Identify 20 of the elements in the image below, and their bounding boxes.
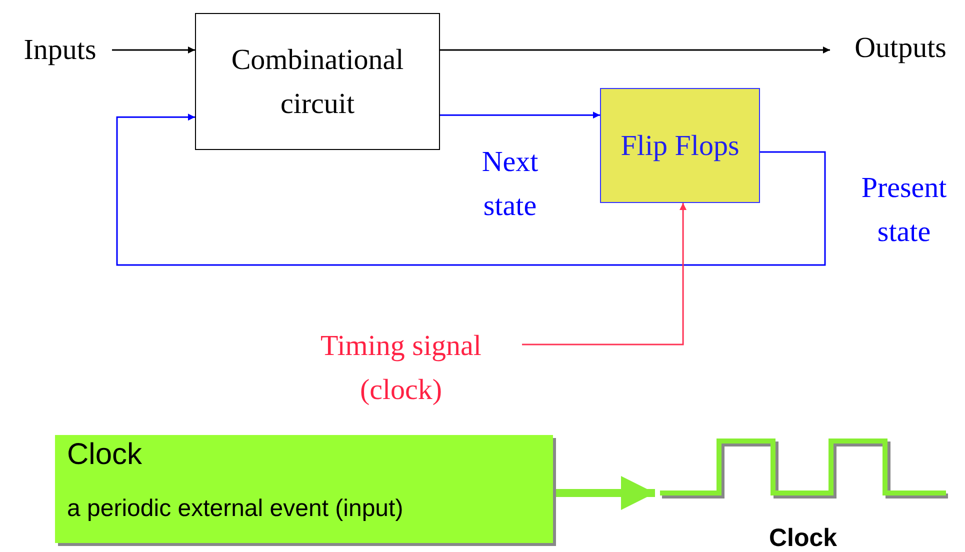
arrow [440, 112, 600, 119]
flip-flop-box [600, 88, 760, 203]
process-box [195, 13, 440, 150]
clock-box [55, 435, 553, 543]
clock-waveform-drawing [658, 438, 950, 500]
arrow [112, 46, 195, 54]
edge-label: Next state [480, 145, 540, 224]
box-text: a periodic external event (input) [67, 494, 404, 524]
arrow [522, 203, 687, 346]
box-label: Combinational circuit [230, 42, 405, 122]
output-label: Outputs [836, 26, 965, 70]
arrow [440, 46, 830, 54]
edge-label: Present state [860, 171, 948, 250]
arrow [553, 476, 655, 510]
arrow [116, 114, 826, 266]
box-heading: Clock [67, 437, 144, 473]
box-label: Flip Flops [620, 128, 740, 164]
timing-signal-label: Timing signal (clock) [280, 326, 522, 410]
waveform-caption: Clock [768, 524, 838, 552]
input-label: Inputs [8, 28, 112, 72]
